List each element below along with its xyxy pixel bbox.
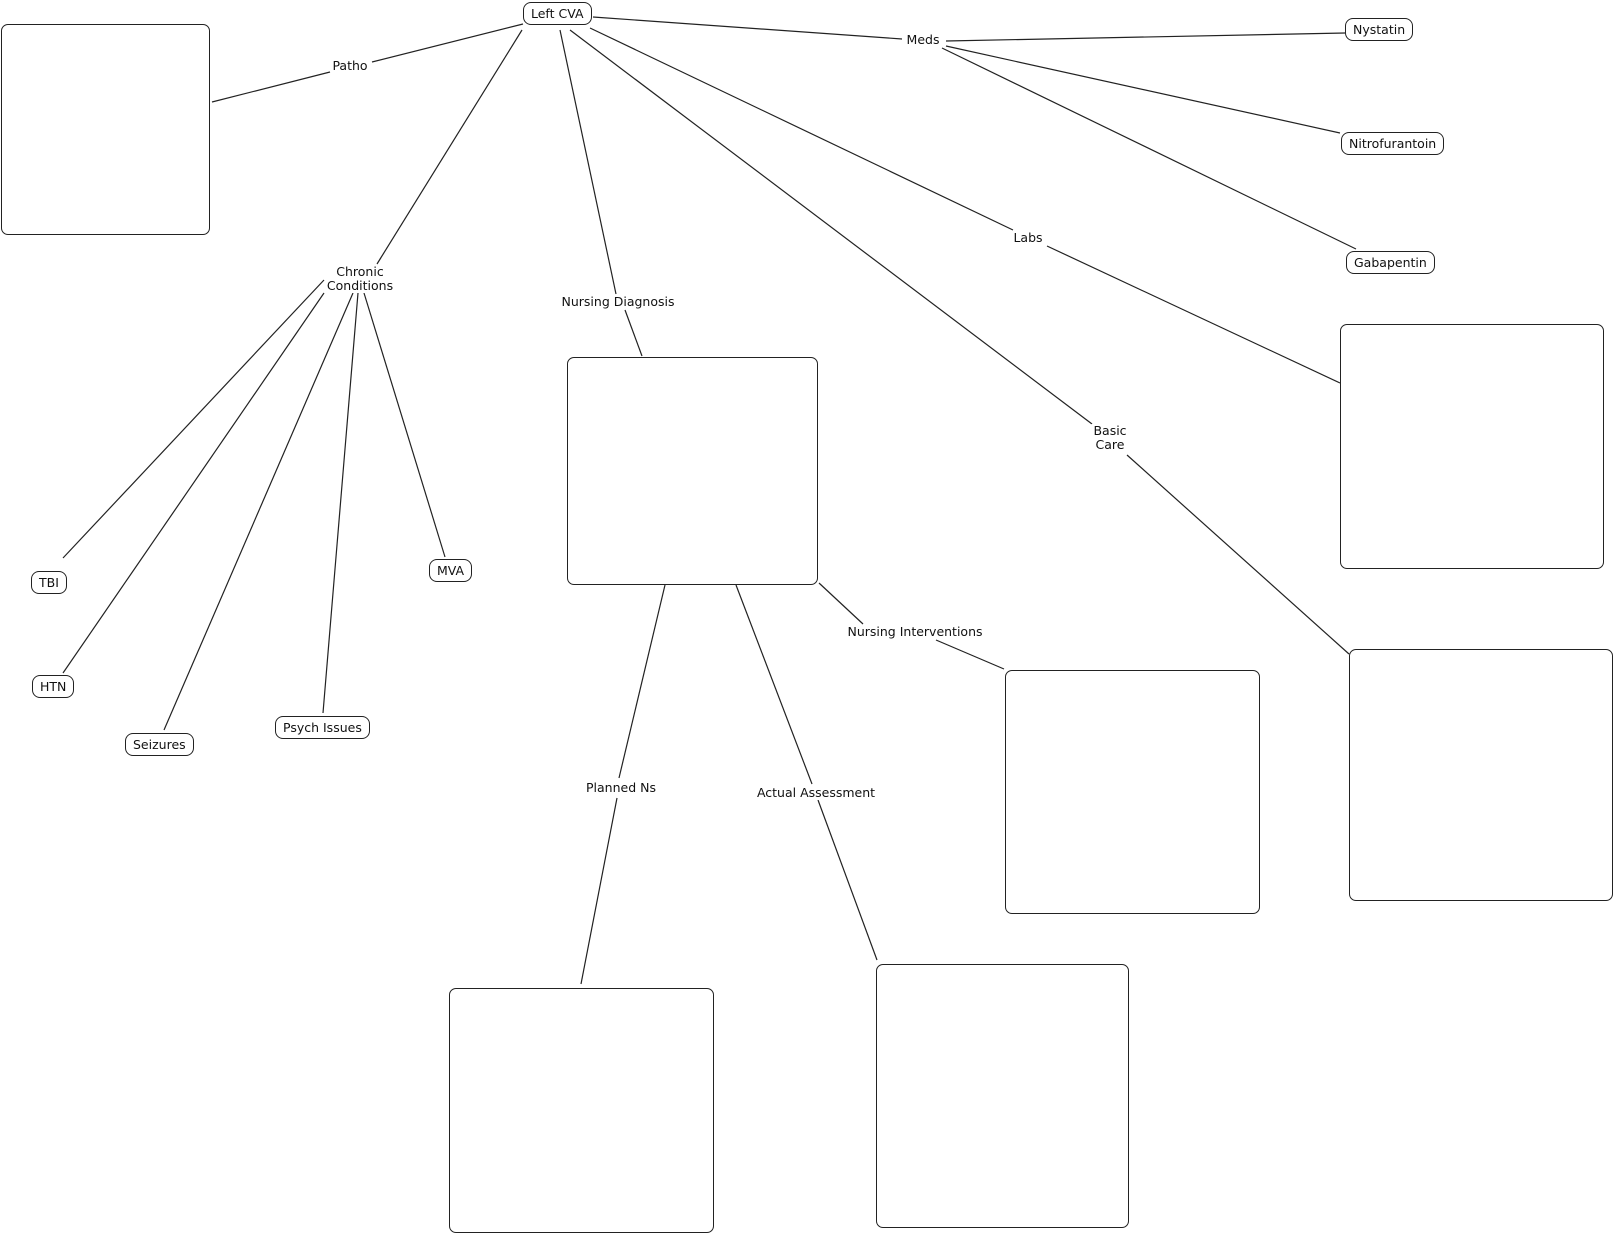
edge-meds-nystatin <box>945 32 1346 42</box>
nursing-diagnosis-box[interactable] <box>567 357 818 585</box>
concept-nystatin[interactable]: Nystatin <box>1345 18 1414 41</box>
link-label-actual-assessment: Actual Assessment <box>754 785 878 800</box>
edge-actual-box <box>817 799 878 961</box>
concept-mva[interactable]: MVA <box>429 559 473 582</box>
concept-psych-issues[interactable]: Psych Issues <box>275 716 370 739</box>
edge-chronic-tbi <box>62 279 325 559</box>
concept-tbi[interactable]: TBI <box>31 571 67 594</box>
edge-interventions-box <box>935 639 1005 670</box>
link-label-basic-care: Basic Care <box>1091 423 1129 452</box>
concept-label: Gabapentin <box>1354 255 1427 270</box>
link-label-nursing-interventions: Nursing Interventions <box>845 624 985 639</box>
edge-labs-box <box>1046 245 1341 384</box>
concept-label: Seizures <box>133 737 186 752</box>
link-label-meds: Meds <box>904 32 942 47</box>
patho-box[interactable] <box>1 24 210 235</box>
edge-root-chronic <box>376 29 523 265</box>
edge-nursingdx-interventions <box>818 582 864 625</box>
concept-label: MVA <box>437 563 465 578</box>
edge-planned-box <box>580 797 618 985</box>
nursing-interventions-box[interactable] <box>1005 670 1260 914</box>
concept-label: TBI <box>39 575 59 590</box>
edge-chronic-mva <box>363 292 446 558</box>
edge-chronic-htn <box>62 292 325 674</box>
edge-root-patho <box>371 23 524 63</box>
edge-chronic-seizures <box>163 292 354 731</box>
concept-seizures[interactable]: Seizures <box>125 733 194 756</box>
basic-care-box[interactable] <box>1349 649 1613 901</box>
concept-htn[interactable]: HTN <box>32 675 75 698</box>
edge-meds-nitro <box>945 45 1341 134</box>
link-label-patho: Patho <box>330 58 370 73</box>
link-label-chronic-conditions: Chronic Conditions <box>324 264 396 293</box>
edge-root-nursingdx <box>559 29 617 295</box>
edge-root-labs <box>589 27 1014 231</box>
concept-nitrofurantoin[interactable]: Nitrofurantoin <box>1341 132 1445 155</box>
basic-care-line1: Basic <box>1093 423 1127 438</box>
chronic-line2: Conditions <box>326 278 394 293</box>
link-label-nursing-diagnosis: Nursing Diagnosis <box>559 294 677 309</box>
concept-label: Psych Issues <box>283 720 362 735</box>
edge-nursingdx-actual <box>735 584 813 785</box>
link-label-labs: Labs <box>1011 230 1045 245</box>
edge-nursingdx-box <box>624 309 643 357</box>
edge-chronic-psych <box>322 292 359 714</box>
concept-label: HTN <box>40 679 67 694</box>
concept-label: Nystatin <box>1353 22 1406 37</box>
actual-assessment-box[interactable] <box>876 964 1129 1228</box>
link-label-planned-ns: Planned Ns <box>584 780 658 795</box>
concept-gabapentin[interactable]: Gabapentin <box>1346 251 1435 274</box>
edge-patho-box <box>211 71 331 103</box>
edge-nursingdx-planned <box>618 584 666 779</box>
chronic-line1: Chronic <box>336 264 384 279</box>
root-node-label: Left CVA <box>531 6 584 21</box>
edge-root-meds <box>592 16 903 40</box>
labs-box[interactable] <box>1340 324 1604 569</box>
basic-care-line2: Care <box>1095 437 1125 452</box>
planned-ns-box[interactable] <box>449 988 714 1233</box>
concept-label: Nitrofurantoin <box>1349 136 1437 151</box>
edge-basiccare-box <box>1126 454 1350 655</box>
edge-meds-gaba <box>941 47 1357 250</box>
root-node-left-cva[interactable]: Left CVA <box>523 2 592 25</box>
edge-root-basiccare <box>569 29 1093 425</box>
